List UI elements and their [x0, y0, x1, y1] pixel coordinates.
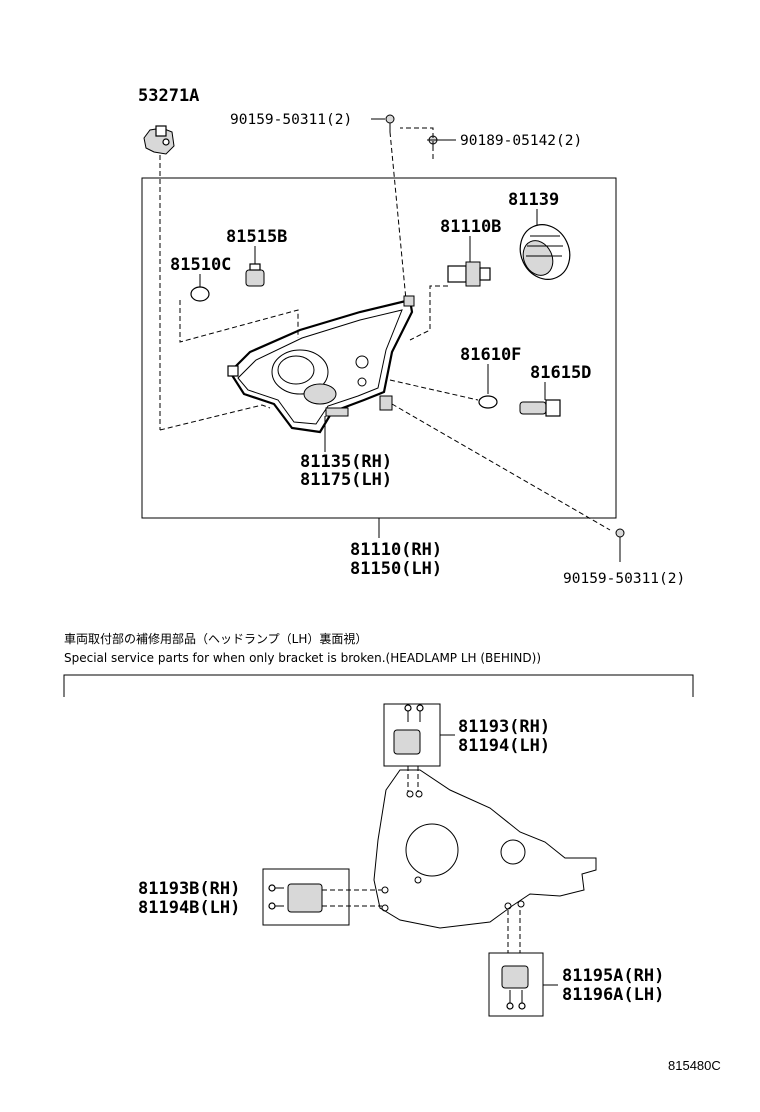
label-81193B: 81193B(RH) — [138, 879, 240, 899]
bulb-81610F-icon — [478, 395, 498, 409]
label-90189: 90189-05142(2) — [460, 133, 582, 149]
label-81193: 81193(RH) — [458, 717, 550, 737]
label-81175: 81175(LH) — [300, 470, 392, 490]
label-81195A: 81195A(RH) — [562, 966, 664, 986]
label-81135: 81135(RH) — [300, 452, 392, 472]
label-81194B: 81194B(LH) — [138, 898, 240, 918]
socket-81615D-icon — [519, 399, 561, 417]
label-81194: 81194(LH) — [458, 736, 550, 756]
bulb-81110B-icon — [447, 255, 491, 287]
label-81110B: 81110B — [440, 217, 501, 237]
label-81196A: 81196A(LH) — [562, 985, 664, 1005]
note-japanese: 車両取付部の補修用部品（ヘッドランプ（LH）裏面視） — [64, 631, 367, 646]
label-81110: 81110(RH) — [350, 540, 442, 560]
label-81139: 81139 — [508, 190, 559, 210]
bulb-81510C-icon — [190, 286, 210, 302]
screw-90159-bottom-icon — [615, 528, 625, 548]
label-81510C: 81510C — [170, 255, 231, 275]
note-english: Special service parts for when only brac… — [64, 651, 541, 665]
bulb-cap-81139-icon — [519, 224, 571, 280]
bracket-81195A-icon — [501, 965, 529, 1010]
bracket-section-frame — [63, 674, 694, 697]
label-81150: 81150(LH) — [350, 559, 442, 579]
bracket-81193-icon — [393, 704, 424, 755]
label-90159-top: 90159-50311(2) — [230, 112, 352, 128]
bracket-53271A-icon — [143, 125, 175, 155]
label-53271A: 53271A — [138, 86, 199, 106]
label-90159-bottom: 90159-50311(2) — [563, 571, 685, 587]
bracket-81193B-box — [262, 868, 350, 926]
label-81515B: 81515B — [226, 227, 287, 247]
headlamp-back-outline-icon — [373, 769, 597, 929]
socket-81515B-icon — [245, 263, 265, 287]
label-81615D: 81615D — [530, 363, 591, 383]
diagram-code: 815480C — [668, 1058, 721, 1073]
screw-90159-top-icon — [385, 114, 395, 132]
bracket-81193B-icon — [268, 883, 323, 913]
headlamp-housing-icon — [227, 295, 415, 434]
label-81610F: 81610F — [460, 345, 521, 365]
